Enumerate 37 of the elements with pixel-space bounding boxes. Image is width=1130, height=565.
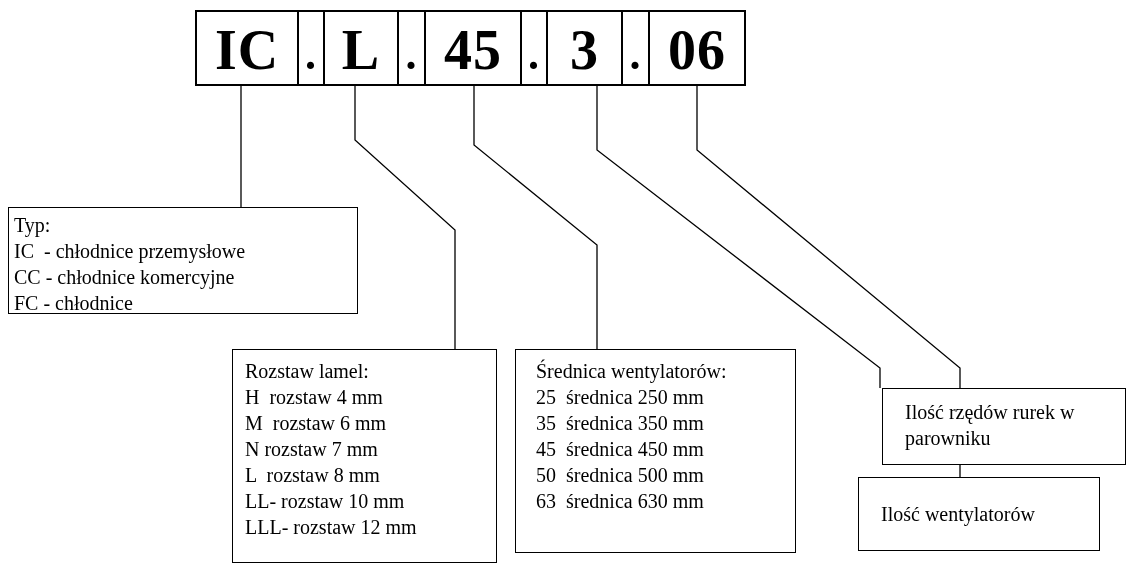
box-heading: Typ: [14,213,52,238]
description-box [882,388,1126,465]
description-text: M rozstaw 6 mm [245,411,388,436]
code-segment: 3 [546,10,623,86]
description-text: LL- rozstaw 10 mm [245,489,406,514]
description-text: 35 średnica 350 mm [536,411,705,436]
code-segment: L [323,10,399,86]
code-segment: . [297,10,325,86]
description-text: L rozstaw 8 mm [245,463,381,488]
leader-line [240,85,242,208]
description-text: CC - chłodnice komercyjne [14,265,236,290]
description-box [8,207,358,314]
description-box [515,349,796,553]
description-box [232,349,497,563]
description-text: Ilość rzędów rurek w parowniku [905,400,1076,451]
description-text: 50 średnica 500 mm [536,463,705,488]
description-box [858,477,1100,551]
description-text: Ilość wentylatorów [881,502,1036,527]
description-text: IC - chłodnice przemysłowe [14,239,247,264]
leader-line [596,85,881,389]
description-text: H rozstaw 4 mm [245,385,384,410]
box-heading: Rozstaw lamel: [245,359,370,384]
box-heading: Średnica wentylatorów: [536,358,728,384]
code-segment: 45 [424,10,522,86]
code-segment: 06 [648,10,746,86]
description-text: LLL- rozstaw 12 mm [245,515,418,540]
description-text: FC - chłodnice [14,291,134,316]
code-segment: . [520,10,548,86]
leader-line [473,85,598,350]
code-segment: . [621,10,650,86]
description-text: 45 średnica 450 mm [536,437,705,462]
description-text: 25 średnica 250 mm [536,385,705,410]
code-segment: IC [195,10,299,86]
leader-line [354,85,456,350]
code-segment: . [397,10,426,86]
description-text: 63 średnica 630 mm [536,489,705,514]
description-text: N rozstaw 7 mm [245,437,379,462]
